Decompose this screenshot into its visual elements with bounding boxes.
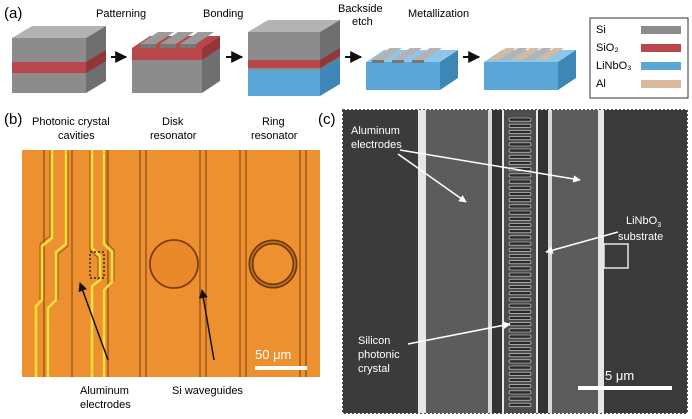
photonic-crystal-hole	[508, 210, 532, 215]
block-1-soi-wafer	[12, 26, 106, 93]
block-3-bonded	[248, 20, 340, 96]
photonic-crystal-hole	[508, 148, 532, 153]
photonic-crystal-hole	[508, 185, 532, 190]
photonic-crystal-hole	[508, 371, 532, 376]
panel-a-label: (a)	[4, 5, 22, 22]
photonic-crystal-hole	[508, 179, 532, 184]
photonic-crystal-hole	[508, 396, 532, 401]
panel-b-label: (b)	[4, 111, 22, 128]
photonic-crystal-hole	[508, 198, 532, 203]
photonic-crystal-hole	[508, 192, 532, 196]
photonic-crystal-hole	[508, 322, 532, 327]
annotation-linbo3-substrate: LiNbO3 substrate	[618, 215, 664, 243]
photonic-crystal-hole	[508, 334, 532, 339]
photonic-crystal-hole	[508, 154, 532, 159]
materials-legend: Si SiO₂ LiNbO₃ Al	[589, 17, 689, 99]
photonic-crystal-hole	[508, 241, 532, 246]
photonic-crystal-hole	[508, 254, 532, 258]
photonic-crystal-hole	[508, 123, 532, 128]
photonic-crystal-hole	[508, 161, 532, 165]
photonic-crystal-hole	[508, 278, 532, 283]
arrow-waveguides-b	[198, 289, 215, 361]
photonic-crystal-hole	[508, 229, 532, 234]
legend-sio2-label: SiO₂	[596, 42, 619, 54]
photonic-crystal-hole	[508, 328, 532, 333]
legend-sio2-swatch	[641, 44, 681, 52]
photonic-crystal-hole	[508, 216, 532, 221]
arrow-electrode-right-c	[399, 149, 581, 183]
photonic-crystal-hole	[508, 353, 532, 358]
scale-bar-c-label: 5 μm	[605, 368, 634, 383]
photonic-crystal-hole	[508, 204, 532, 209]
photonic-crystal-hole	[508, 340, 532, 345]
legend-linbo3-swatch	[641, 62, 681, 70]
photonic-crystal-hole	[508, 303, 532, 308]
photonic-crystal-hole	[508, 390, 532, 395]
photonic-crystal-hole	[508, 247, 532, 252]
legend-linbo3-label: LiNbO₃	[596, 60, 632, 72]
arrow-electrode-left-c	[397, 153, 467, 203]
optical-micrograph	[22, 150, 320, 377]
photonic-crystal-hole	[508, 266, 532, 271]
photonic-crystal-holes	[508, 117, 532, 407]
panel-c-label: (c)	[318, 111, 336, 128]
header-disk-resonator: Disk resonator	[150, 116, 197, 142]
photonic-crystal-hole	[508, 378, 532, 382]
block-4-etched	[366, 48, 458, 90]
photonic-crystal-hole	[508, 402, 532, 407]
step-label-patterning: Patterning	[96, 8, 146, 20]
legend-al-swatch	[641, 80, 681, 88]
photonic-crystal-hole	[508, 309, 532, 314]
legend-si-swatch	[641, 26, 681, 34]
photonic-crystal-hole	[508, 136, 532, 141]
photonic-crystal-hole	[508, 347, 532, 351]
legend-si-label: Si	[596, 24, 606, 36]
photonic-crystal-hole	[508, 297, 532, 302]
header-photonic-crystal-cavities: Photonic crystal cavities	[32, 116, 113, 142]
legend-al-label: Al	[596, 78, 606, 90]
photonic-crystal-hole	[508, 173, 532, 178]
photonic-crystal-hole	[508, 142, 532, 147]
photonic-crystal-hole	[508, 130, 532, 134]
step-label-metallization: Metallization	[408, 8, 469, 20]
annotation-aluminum-electrodes-b: Aluminum electrodes	[80, 385, 132, 411]
step-label-bonding: Bonding	[203, 8, 243, 20]
backside-etch-line-2: etch	[352, 16, 373, 28]
photonic-crystal-hole	[508, 235, 532, 240]
block-2-patterned	[132, 32, 220, 93]
block-5-metallized	[484, 48, 576, 90]
scale-bar-b-label: 50 μm	[255, 347, 291, 362]
arrow-electrodes-b	[78, 282, 109, 361]
photonic-crystal-hole	[508, 359, 532, 364]
annotation-si-waveguides: Si waveguides	[172, 385, 243, 397]
photonic-crystal-hole	[508, 365, 532, 370]
annotation-aluminum-electrodes-c: Aluminum electrodes	[351, 125, 403, 151]
photonic-crystal-hole	[508, 117, 532, 122]
backside-etch-line-1: Backside	[338, 3, 383, 15]
step-label-backside-etch: Backside etch	[338, 3, 386, 28]
photonic-crystal-hole	[508, 272, 532, 277]
photonic-crystal-hole	[508, 260, 532, 265]
photonic-crystal-hole	[508, 291, 532, 296]
photonic-crystal-hole	[508, 223, 532, 227]
arrow-linbo3-substrate	[545, 231, 619, 254]
annotation-silicon-photonic-crystal: Silicon photonic crystal	[358, 335, 403, 375]
header-ring-resonator: Ring resonator	[251, 116, 298, 142]
photonic-crystal-hole	[508, 384, 532, 389]
arrow-photonic-crystal	[407, 321, 511, 345]
photonic-crystal-hole	[508, 285, 532, 289]
photonic-crystal-hole	[508, 316, 532, 320]
